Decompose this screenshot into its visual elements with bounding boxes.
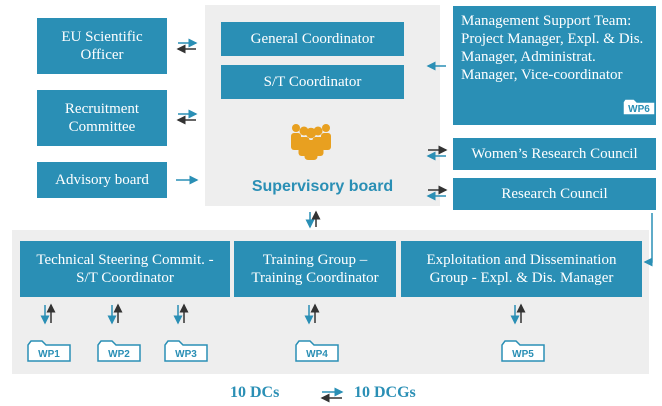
- eu-scientific-officer-label: EU Scientific Officer: [61, 29, 143, 63]
- wp2-folder-icon: WP2: [97, 340, 141, 362]
- recruitment-committee-label: Recruitment Committee: [64, 101, 140, 135]
- exploitation-group-label: Exploitation and Dissemination Group - E…: [426, 252, 617, 286]
- wp2-label: WP2: [108, 349, 130, 360]
- eu-scientific-officer-box: EU Scientific Officer: [37, 18, 167, 74]
- wp3-folder-icon: WP3: [164, 340, 208, 362]
- st-coordinator-box: S/T Coordinator: [221, 65, 404, 99]
- st-coordinator-label: S/T Coordinator: [263, 74, 362, 90]
- womens-council-double-arrow: [426, 145, 448, 161]
- management-support-team-box: Management Support Team: Project Manager…: [453, 6, 656, 125]
- wp5-double-arrow: [510, 303, 526, 325]
- wp1-double-arrow: [40, 303, 56, 325]
- dcs-label: 10 DCs: [230, 384, 280, 401]
- exploitation-group-box: Exploitation and Dissemination Group - E…: [401, 241, 642, 297]
- wp1-folder-icon: WP1: [27, 340, 71, 362]
- dcgs-label: 10 DCGs: [354, 384, 416, 401]
- wp4-folder-icon: WP4: [295, 340, 339, 362]
- wp1-label: WP1: [38, 349, 60, 360]
- womens-research-council-label: Women’s Research Council: [471, 146, 638, 162]
- wp3-label: WP3: [175, 349, 197, 360]
- research-council-double-arrow: [426, 185, 448, 201]
- eu-officer-double-arrow: [176, 38, 198, 54]
- right-side-connector: [643, 213, 653, 267]
- supervisory-bottom-double-arrow: [305, 210, 321, 229]
- management-support-team-label: Management Support Team: Project Manager…: [461, 13, 644, 83]
- footer-double-arrow: [320, 387, 344, 403]
- wp6-folder-icon: WP6: [622, 98, 656, 116]
- training-group-box: Training Group – Training Coordinator: [234, 241, 396, 297]
- wp2-double-arrow: [107, 303, 123, 325]
- wp5-label: WP5: [512, 349, 534, 360]
- wp6-label: WP6: [628, 104, 650, 115]
- wp4-double-arrow: [304, 303, 320, 325]
- advisory-board-label: Advisory board: [55, 172, 149, 188]
- research-council-label: Research Council: [501, 186, 608, 202]
- recruitment-double-arrow: [176, 109, 198, 125]
- technical-steering-box: Technical Steering Commit. - S/T Coordin…: [20, 241, 230, 297]
- advisory-board-box: Advisory board: [37, 162, 167, 198]
- wp5-folder-icon: WP5: [501, 340, 545, 362]
- womens-research-council-box: Women’s Research Council: [453, 138, 656, 170]
- general-coordinator-box: General Coordinator: [221, 22, 404, 56]
- people-group-icon: [291, 124, 331, 160]
- recruitment-committee-box: Recruitment Committee: [37, 90, 167, 146]
- wp3-double-arrow: [173, 303, 189, 325]
- supervisory-board-label: Supervisory board: [251, 178, 394, 195]
- wp4-label: WP4: [306, 349, 328, 360]
- research-council-box: Research Council: [453, 178, 656, 210]
- training-group-label: Training Group – Training Coordinator: [251, 252, 379, 286]
- general-coordinator-label: General Coordinator: [250, 31, 375, 47]
- technical-steering-label: Technical Steering Commit. - S/T Coordin…: [36, 252, 214, 286]
